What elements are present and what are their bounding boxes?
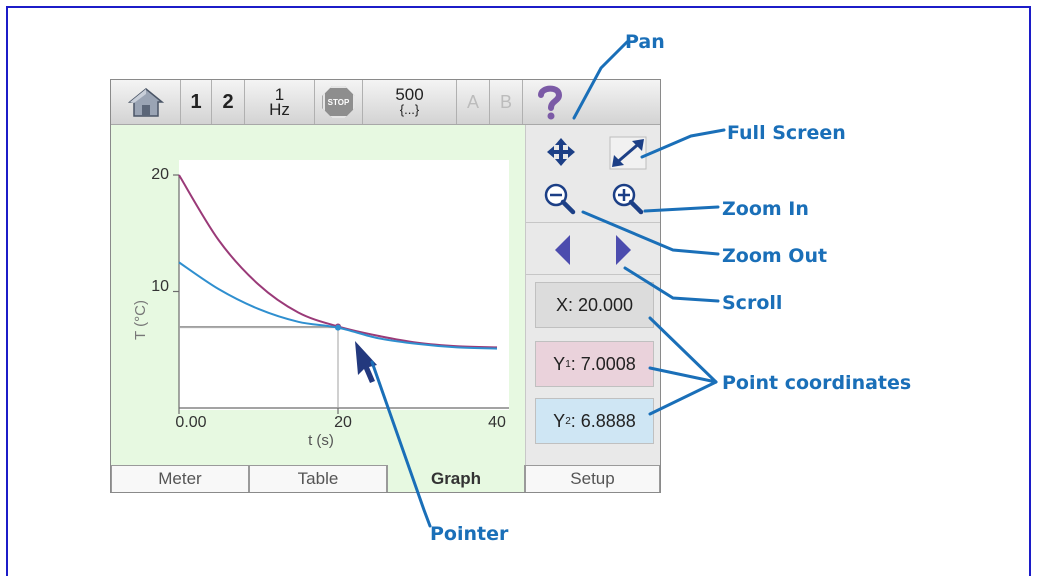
sample-rate-button[interactable]: 1 Hz: [245, 80, 315, 124]
tab-meter[interactable]: Meter: [111, 465, 249, 492]
duration-settings: {...}: [399, 102, 420, 117]
a-label: A: [466, 91, 479, 112]
duration-value: 500: [395, 85, 424, 104]
pointer-cursor-icon: [355, 341, 377, 383]
y2-prefix: Y: [553, 410, 566, 431]
run-2-button[interactable]: 2: [212, 80, 245, 124]
sample-rate-value: 1: [274, 85, 285, 104]
figure-frame: [6, 6, 1031, 576]
tab-graph-label: Graph: [430, 468, 482, 488]
y2-subscript: 2: [565, 415, 571, 427]
sidebar-divider: [526, 222, 660, 223]
stop-label: STOP: [327, 97, 350, 107]
plot-background: [179, 160, 509, 410]
x-tick-label-40: 40: [488, 414, 506, 431]
tab-table[interactable]: Table: [249, 465, 387, 492]
house-icon: [127, 88, 164, 117]
y-tick-label-20: 20: [151, 166, 169, 183]
tab-meter-label: Meter: [158, 469, 202, 488]
triangle-left-icon[interactable]: [555, 235, 570, 265]
zoom-in-icon[interactable]: [612, 183, 644, 215]
zoom-out-icon[interactable]: [544, 183, 576, 215]
x-tick-label-0: 0.00: [175, 414, 206, 431]
tab-setup-label: Setup: [570, 469, 615, 488]
tool-icons: [544, 136, 647, 265]
stop-button[interactable]: STOP: [315, 80, 363, 124]
sample-rate-unit: Hz: [269, 100, 290, 119]
graph-svg[interactable]: 20 10 0.00 20 40 t (s) T (°C): [111, 125, 525, 465]
y-axis-label: T (°C): [132, 300, 149, 340]
y-tick-label-10: 10: [151, 278, 169, 295]
run-1-button[interactable]: 1: [181, 80, 212, 124]
b-button[interactable]: B: [490, 80, 523, 124]
y1-subscript: 1: [565, 358, 571, 370]
x-value: 20.000: [577, 294, 634, 315]
b-label: B: [499, 91, 512, 112]
question-mark-icon: [538, 85, 563, 120]
run-2-label: 2: [222, 90, 234, 113]
run-1-label: 1: [190, 90, 202, 113]
sidebar-divider: [526, 274, 660, 275]
toolbar: 1 2 1 Hz STOP 500 {...} A B: [111, 80, 660, 125]
pan-arrows-icon[interactable]: [547, 138, 575, 166]
duration-button[interactable]: 500 {...}: [363, 80, 457, 124]
y2-value: 6.8888: [580, 410, 636, 431]
graph-area: 20 10 0.00 20 40 t (s) T (°C): [111, 125, 525, 465]
x-axis-label: t (s): [308, 432, 334, 449]
series-2-pointer-point: [335, 324, 341, 331]
tab-graph[interactable]: Graph: [387, 465, 525, 492]
stop-sign-icon: STOP: [322, 86, 355, 118]
x-tick-label-20: 20: [334, 414, 352, 431]
fullscreen-icon[interactable]: [609, 136, 647, 170]
triangle-right-icon[interactable]: [616, 235, 631, 265]
tab-setup[interactable]: Setup: [525, 465, 660, 492]
help-button[interactable]: [523, 80, 577, 124]
a-button[interactable]: A: [457, 80, 490, 124]
home-button[interactable]: [111, 80, 181, 124]
bottom-tabs: Meter Table Graph Setup: [111, 465, 660, 492]
x-prefix: X: [555, 294, 568, 315]
tab-table-label: Table: [297, 469, 339, 488]
x-coordinate-readout: X: 20.000: [535, 282, 654, 328]
y1-value: 7.0008: [580, 353, 636, 374]
y1-prefix: Y: [553, 353, 566, 374]
app-window: 1 2 1 Hz STOP 500 {...} A B 20 10: [110, 79, 661, 493]
